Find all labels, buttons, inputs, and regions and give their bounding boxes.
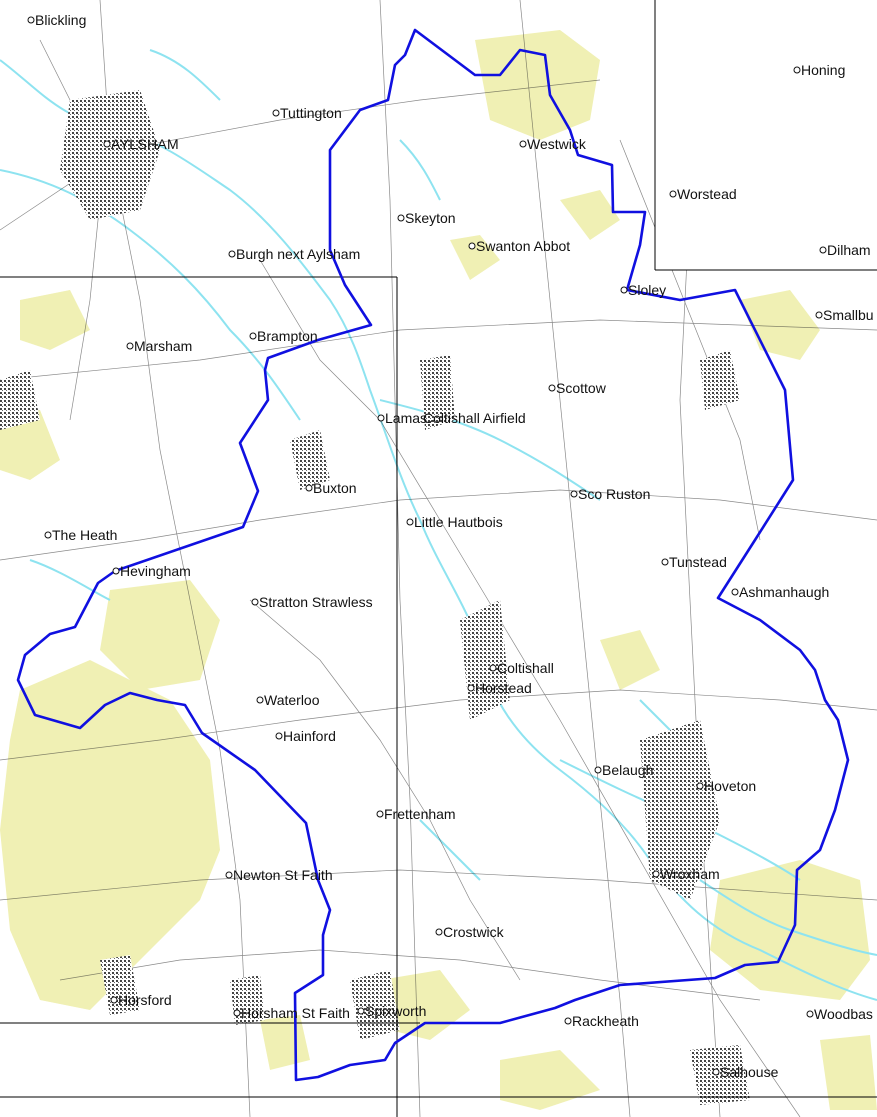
- svg-text:Lamas: Lamas: [385, 410, 427, 426]
- svg-text:Buxton: Buxton: [313, 480, 357, 496]
- svg-text:Wroxham: Wroxham: [660, 866, 720, 882]
- svg-text:Waterloo: Waterloo: [264, 692, 320, 708]
- place-waterloo: Waterloo: [256, 692, 320, 708]
- place-hainford: Hainford: [275, 728, 336, 744]
- svg-text:Sloley: Sloley: [628, 282, 666, 298]
- svg-text:The Heath: The Heath: [52, 527, 117, 543]
- place-the-heath: The Heath: [44, 527, 117, 543]
- place-horsham-st-faith: Horsham St Faith: [233, 1005, 350, 1021]
- svg-text:Hoveton: Hoveton: [704, 778, 756, 794]
- place-newton-st-faith: Newton St Faith: [225, 867, 333, 883]
- place-hoveton: Hoveton: [696, 778, 756, 794]
- svg-text:Horstead: Horstead: [475, 680, 532, 696]
- svg-text:Coltishall: Coltishall: [497, 660, 554, 676]
- svg-text:Hainford: Hainford: [283, 728, 336, 744]
- place-lamas: Lamas: [377, 410, 427, 426]
- place-buxton: Buxton: [305, 480, 357, 496]
- place-skeyton: Skeyton: [397, 210, 456, 226]
- svg-text:Hevingham: Hevingham: [120, 563, 191, 579]
- place-rackheath: Rackheath: [564, 1013, 639, 1029]
- place-tuttington: Tuttington: [272, 105, 342, 121]
- place-coltishall: Coltishall: [489, 660, 554, 676]
- place-sloley: Sloley: [620, 282, 666, 298]
- place-honing: Honing: [793, 62, 845, 78]
- place-ashmanhaugh: Ashmanhaugh: [731, 584, 829, 600]
- place-tunstead: Tunstead: [661, 554, 727, 570]
- place-little-hautbois: Little Hautbois: [406, 514, 503, 530]
- place-dilham: Dilham: [819, 242, 871, 258]
- place-horstead: Horstead: [467, 680, 532, 696]
- svg-text:Rackheath: Rackheath: [572, 1013, 639, 1029]
- svg-text:Sco Ruston: Sco Ruston: [578, 486, 650, 502]
- svg-text:Worstead: Worstead: [677, 186, 737, 202]
- svg-text:Belaugh: Belaugh: [602, 762, 653, 778]
- svg-text:Spixworth: Spixworth: [365, 1003, 426, 1019]
- svg-text:Swanton Abbot: Swanton Abbot: [476, 238, 570, 254]
- place-stratton-strawless: Stratton Strawless: [251, 594, 373, 610]
- parish-boundary: [16, 28, 850, 1082]
- svg-text:Coltishall Airfield: Coltishall Airfield: [423, 410, 526, 426]
- place-scottow: Scottow: [548, 380, 607, 396]
- svg-text:Stratton Strawless: Stratton Strawless: [259, 594, 373, 610]
- place-blickling: Blickling: [27, 12, 86, 28]
- place-wroxham: Wroxham: [652, 866, 720, 882]
- place-swanton-abbot: Swanton Abbot: [468, 238, 570, 254]
- svg-text:Horsham St Faith: Horsham St Faith: [241, 1005, 350, 1021]
- svg-text:Ashmanhaugh: Ashmanhaugh: [739, 584, 829, 600]
- svg-text:Smallbu: Smallbu: [823, 307, 874, 323]
- svg-text:Burgh next Aylsham: Burgh next Aylsham: [236, 246, 360, 262]
- place-hevingham: Hevingham: [112, 563, 191, 579]
- svg-text:Westwick: Westwick: [527, 136, 587, 152]
- place-salhouse: Salhouse: [712, 1064, 779, 1080]
- svg-text:Blickling: Blickling: [35, 12, 86, 28]
- svg-text:Little Hautbois: Little Hautbois: [414, 514, 503, 530]
- place-spixworth: Spixworth: [357, 1003, 426, 1019]
- svg-text:Dilham: Dilham: [827, 242, 871, 258]
- uncovered-area: [655, 0, 877, 270]
- svg-text:Newton St Faith: Newton St Faith: [233, 867, 333, 883]
- place-brampton: Brampton: [249, 328, 318, 344]
- svg-text:Marsham: Marsham: [134, 338, 192, 354]
- place-coltishall-airfield: Coltishall Airfield: [423, 410, 526, 426]
- place-worstead: Worstead: [669, 186, 737, 202]
- place-frettenham: Frettenham: [376, 806, 456, 822]
- svg-text:Horsford: Horsford: [118, 992, 172, 1008]
- svg-text:Frettenham: Frettenham: [384, 806, 456, 822]
- place-labels: Blickling Honing Tuttington AYLSHAM West…: [27, 12, 874, 1080]
- place-woodbastwick: Woodbas: [806, 1006, 873, 1022]
- svg-text:Tunstead: Tunstead: [669, 554, 727, 570]
- svg-text:Skeyton: Skeyton: [405, 210, 456, 226]
- place-westwick: Westwick: [519, 136, 587, 152]
- place-smallburgh: Smallbu: [815, 307, 874, 323]
- svg-text:AYLSHAM: AYLSHAM: [111, 136, 179, 152]
- svg-text:Tuttington: Tuttington: [280, 105, 342, 121]
- svg-text:Salhouse: Salhouse: [720, 1064, 779, 1080]
- place-burgh-next-aylsham: Burgh next Aylsham: [228, 246, 360, 262]
- svg-text:Crostwick: Crostwick: [443, 924, 505, 940]
- svg-text:Woodbas: Woodbas: [814, 1006, 873, 1022]
- place-sco-ruston: Sco Ruston: [570, 486, 650, 502]
- place-marsham: Marsham: [126, 338, 192, 354]
- svg-text:Honing: Honing: [801, 62, 845, 78]
- place-crostwick: Crostwick: [435, 924, 505, 940]
- place-belaugh: Belaugh: [594, 762, 653, 778]
- place-horsford: Horsford: [110, 992, 172, 1008]
- svg-text:Scottow: Scottow: [556, 380, 607, 396]
- place-aylsham: AYLSHAM: [103, 136, 179, 152]
- svg-text:Brampton: Brampton: [257, 328, 318, 344]
